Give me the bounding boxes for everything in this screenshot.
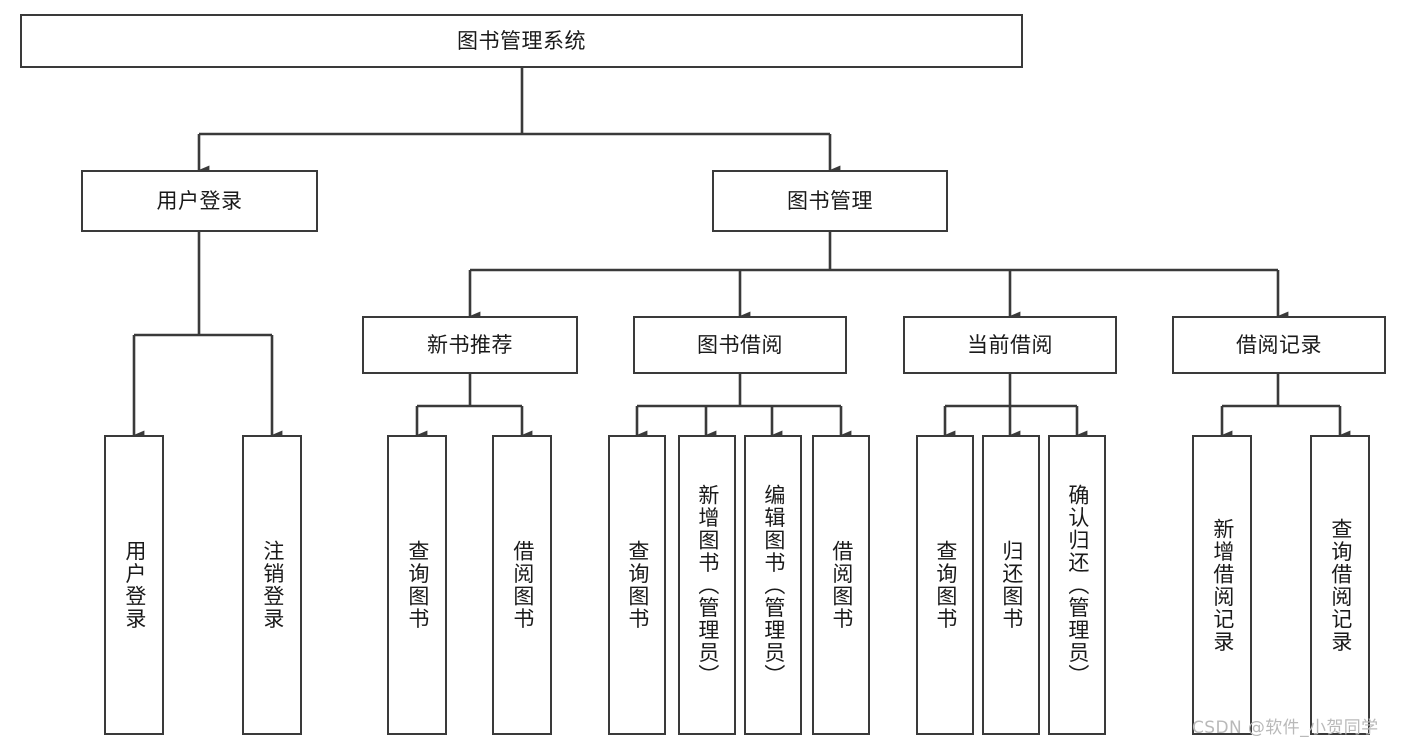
node-label: 图书管理: [787, 188, 873, 213]
node-label: 注销登录: [260, 540, 285, 630]
leaf-new-book-borrow[interactable]: 借阅图书: [492, 435, 552, 735]
leaf-borrow-record-add[interactable]: 新增借阅记录: [1192, 435, 1252, 735]
leaf-new-book-query[interactable]: 查询图书: [387, 435, 447, 735]
node-label: 借阅记录: [1236, 332, 1322, 357]
node-new-book-recommend[interactable]: 新书推荐: [362, 316, 578, 374]
node-label: 用户登录: [122, 540, 147, 630]
node-label: 当前借阅: [967, 332, 1053, 357]
node-label: 查询图书: [405, 540, 430, 630]
node-label: 新增图书（管理员）: [695, 483, 720, 687]
leaf-user-login-logout[interactable]: 注销登录: [242, 435, 302, 735]
node-root-system[interactable]: 图书管理系统: [20, 14, 1023, 68]
leaf-book-borrow-query[interactable]: 查询图书: [608, 435, 666, 735]
node-label: 查询图书: [933, 540, 958, 630]
leaf-current-borrow-query[interactable]: 查询图书: [916, 435, 974, 735]
leaf-book-borrow-edit[interactable]: 编辑图书（管理员）: [744, 435, 802, 735]
node-label: 查询图书: [625, 540, 650, 630]
node-label: 用户登录: [156, 188, 243, 213]
node-borrow-record[interactable]: 借阅记录: [1172, 316, 1386, 374]
leaf-book-borrow-borrow[interactable]: 借阅图书: [812, 435, 870, 735]
node-book-management[interactable]: 图书管理: [712, 170, 948, 232]
node-label: 归还图书: [999, 540, 1024, 630]
leaf-user-login-login[interactable]: 用户登录: [104, 435, 164, 735]
node-label: 图书借阅: [697, 332, 783, 357]
node-label: 新书推荐: [427, 332, 513, 357]
node-label: 新增借阅记录: [1210, 517, 1235, 653]
node-label: 确认归还（管理员）: [1065, 483, 1090, 687]
leaf-borrow-record-query[interactable]: 查询借阅记录: [1310, 435, 1370, 735]
leaf-current-borrow-return[interactable]: 归还图书: [982, 435, 1040, 735]
node-book-borrow[interactable]: 图书借阅: [633, 316, 847, 374]
node-label: 借阅图书: [510, 540, 535, 630]
node-label: 查询借阅记录: [1328, 517, 1353, 653]
node-current-borrow[interactable]: 当前借阅: [903, 316, 1117, 374]
watermark-text: CSDN @软件_小贺同学: [1192, 718, 1379, 738]
leaf-current-borrow-confirm-return[interactable]: 确认归还（管理员）: [1048, 435, 1106, 735]
node-user-login[interactable]: 用户登录: [81, 170, 318, 232]
node-label: 编辑图书（管理员）: [761, 483, 786, 687]
leaf-book-borrow-add[interactable]: 新增图书（管理员）: [678, 435, 736, 735]
node-label: 图书管理系统: [457, 28, 586, 53]
node-label: 借阅图书: [829, 540, 854, 630]
